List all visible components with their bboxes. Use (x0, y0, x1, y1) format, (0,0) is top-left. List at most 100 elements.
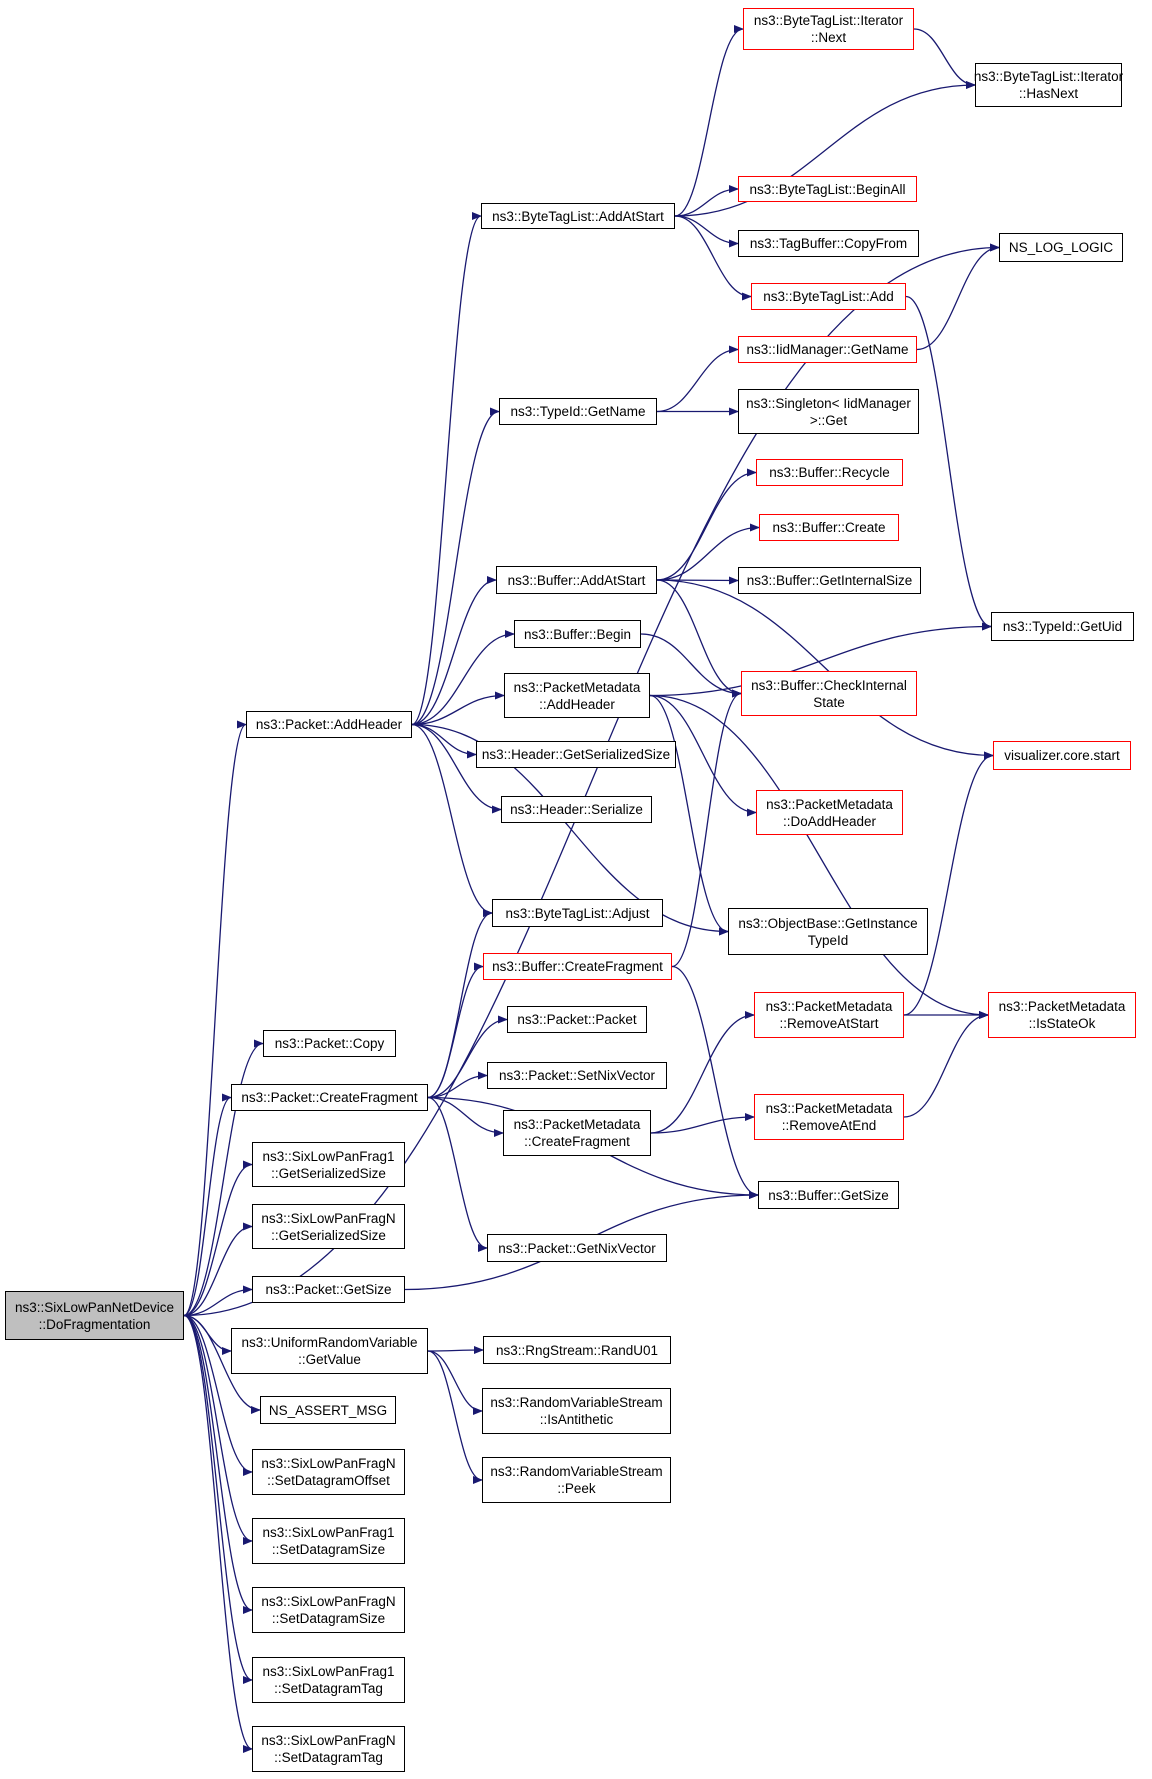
node-urv-getvalue[interactable]: ns3::UniformRandomVariable::GetValue (231, 1328, 428, 1374)
edge-root-to-pkt-copy (183, 1039, 264, 1317)
node-ns-log-logic[interactable]: NS_LOG_LOGIC (999, 233, 1123, 262)
node-label: ::RemoveAtStart (779, 1016, 879, 1031)
node-hdr-getserializedsize[interactable]: ns3::Header::GetSerializedSize (476, 741, 676, 768)
node-label: ::SetDatagramSize (271, 1542, 386, 1557)
edge-pkt-addheader-to-buf-begin (411, 630, 515, 726)
node-rvs-peek[interactable]: ns3::RandomVariableStream::Peek (482, 1457, 671, 1503)
node-hdr-serialize[interactable]: ns3::Header::Serialize (501, 796, 652, 823)
node-pm-removeatstart[interactable]: ns3::PacketMetadata::RemoveAtStart (754, 992, 904, 1038)
node-label: ns3::Header::Serialize (510, 802, 643, 817)
node-label: ns3::Buffer::GetInternalSize (746, 573, 913, 588)
node-pm-createfragment[interactable]: ns3::PacketMetadata::CreateFragment (503, 1110, 651, 1156)
node-label: ns3::Packet::CreateFragment (241, 1090, 418, 1105)
node-label: ns3::PacketMetadata (765, 1101, 893, 1116)
node-label: ::Peek (557, 1481, 596, 1496)
edge-pkt-addheader-to-buf-addatstart (411, 576, 497, 726)
node-fragn-setdatagramsize[interactable]: ns3::SixLowPanFragN::SetDatagramSize (252, 1587, 405, 1633)
node-btl-addatstart[interactable]: ns3::ByteTagList::AddAtStart (481, 203, 675, 229)
node-label: ::SetDatagramTag (274, 1750, 383, 1765)
node-label: ns3::Packet::SetNixVector (498, 1068, 656, 1083)
node-pkt-packet[interactable]: ns3::Packet::Packet (507, 1006, 647, 1033)
node-frag1-getserializedsize[interactable]: ns3::SixLowPanFrag1::GetSerializedSize (252, 1142, 405, 1187)
edge-buf-begin-to-buf-checkinternal (640, 633, 742, 698)
node-label: ::SetDatagramSize (271, 1611, 386, 1626)
node-label: ns3::TypeId::GetName (510, 404, 646, 419)
node-fragn-getserializedsize[interactable]: ns3::SixLowPanFragN::GetSerializedSize (252, 1204, 405, 1249)
node-buf-getsize[interactable]: ns3::Buffer::GetSize (758, 1181, 899, 1209)
node-label: ns3::ByteTagList::Iterator (973, 69, 1124, 84)
node-pm-doaddheader[interactable]: ns3::PacketMetadata::DoAddHeader (756, 790, 903, 835)
node-label: ns3::SixLowPanFrag1 (262, 1148, 395, 1164)
node-frag1-setdatagramtag[interactable]: ns3::SixLowPanFrag1::SetDatagramTag (252, 1657, 405, 1703)
node-buf-createfragment[interactable]: ns3::Buffer::CreateFragment (483, 953, 672, 980)
node-btl-hasnext[interactable]: ns3::ByteTagList::Iterator::HasNext (973, 63, 1124, 107)
edge-pkt-addheader-to-btl-addatstart (411, 212, 482, 726)
node-label: ::SetDatagramOffset (267, 1473, 390, 1488)
node-pkt-setnixvector[interactable]: ns3::Packet::SetNixVector (487, 1062, 667, 1089)
node-visualizer-start[interactable]: visualizer.core.start (993, 741, 1131, 770)
node-typeid-getname[interactable]: ns3::TypeId::GetName (499, 398, 657, 425)
node-label: ns3::SixLowPanFragN (261, 1733, 396, 1748)
node-label: ns3::RandomVariableStream (490, 1464, 663, 1479)
node-pkt-getnixvector[interactable]: ns3::Packet::GetNixVector (487, 1234, 667, 1262)
node-iid-getname[interactable]: ns3::IidManager::GetName (738, 336, 917, 363)
node-label: TypeId (807, 932, 849, 948)
edge-btl-addatstart-to-btl-add (674, 215, 752, 301)
node-pm-isstateok[interactable]: ns3::PacketMetadata::IsStateOk (988, 992, 1136, 1038)
node-label: ns3::Packet::GetNixVector (498, 1240, 656, 1256)
node-label: ns3::RandomVariableStream (490, 1395, 663, 1410)
node-pkt-addheader[interactable]: ns3::Packet::AddHeader (246, 711, 412, 738)
node-fragn-setdatagramoffset[interactable]: ns3::SixLowPanFragN::SetDatagramOffset (252, 1449, 405, 1495)
node-rng-randu01[interactable]: ns3::RngStream::RandU01 (483, 1336, 671, 1364)
node-label: ns3::Header::GetSerializedSize (481, 747, 671, 762)
node-btl-beginall[interactable]: ns3::ByteTagList::BeginAll (738, 176, 917, 202)
node-ns-assert-msg[interactable]: NS_ASSERT_MSG (260, 1396, 396, 1424)
node-typeid-getuid[interactable]: ns3::TypeId::GetUid (991, 612, 1134, 641)
node-root: ns3::SixLowPanNetDevice::DoFragmentation (5, 1291, 184, 1340)
edge-root-to-frag1-getserializedsize (183, 1160, 253, 1317)
node-fragn-setdatagramtag[interactable]: ns3::SixLowPanFragN::SetDatagramTag (252, 1726, 405, 1772)
edge-root-to-fragn-setdatagramsize (183, 1314, 253, 1614)
node-buf-create[interactable]: ns3::Buffer::Create (759, 514, 899, 541)
node-label: State (813, 694, 845, 710)
node-label: ns3::Buffer::Create (772, 520, 886, 535)
node-btl-adjust[interactable]: ns3::ByteTagList::Adjust (492, 899, 663, 927)
node-rvs-isantithetic[interactable]: ns3::RandomVariableStream::IsAntithetic (482, 1388, 671, 1434)
edge-iid-getname-to-ns-log-logic (916, 243, 1000, 351)
node-label: ns3::Packet::GetSize (265, 1282, 392, 1297)
node-buf-begin[interactable]: ns3::Buffer::Begin (514, 620, 641, 648)
node-label: NS_ASSERT_MSG (268, 1402, 388, 1418)
node-label: ns3::Packet::AddHeader (255, 717, 403, 732)
node-label: ns3::RngStream::RandU01 (495, 1342, 659, 1358)
node-buf-getinternalsize[interactable]: ns3::Buffer::GetInternalSize (738, 567, 921, 594)
edge-btl-add-to-typeid-getuid (905, 295, 992, 631)
node-pm-addheader[interactable]: ns3::PacketMetadata::AddHeader (504, 673, 650, 718)
node-label: ns3::Packet::Copy (274, 1036, 385, 1051)
edge-buf-addatstart-to-buf-create (656, 523, 760, 581)
node-label: ns3::UniformRandomVariable (241, 1335, 418, 1350)
node-label: ns3::IidManager::GetName (746, 342, 909, 357)
node-label: ns3::Packet::Packet (517, 1012, 637, 1027)
node-label: ns3::TypeId::GetUid (1002, 619, 1123, 634)
node-label: ns3::SixLowPanFragN (261, 1594, 396, 1609)
node-pkt-createfragment[interactable]: ns3::Packet::CreateFragment (231, 1084, 428, 1111)
node-label: ns3::ByteTagList::AddAtStart (492, 208, 664, 224)
node-frag1-setdatagramsize[interactable]: ns3::SixLowPanFrag1::SetDatagramSize (252, 1518, 405, 1564)
node-pm-removeatend[interactable]: ns3::PacketMetadata::RemoveAtEnd (754, 1094, 904, 1140)
node-pkt-getsize[interactable]: ns3::Packet::GetSize (252, 1276, 405, 1303)
edge-pm-createfragment-to-pm-removeatstart (650, 1011, 755, 1134)
node-label: ns3::SixLowPanFrag1 (262, 1664, 395, 1679)
edge-urv-getvalue-to-rvs-isantithetic (427, 1350, 483, 1415)
edge-root-to-ns-log-logic (183, 243, 1000, 1317)
node-pkt-copy[interactable]: ns3::Packet::Copy (263, 1030, 396, 1057)
node-singleton-get[interactable]: ns3::Singleton< IidManager>::Get (738, 389, 919, 434)
node-btl-next[interactable]: ns3::ByteTagList::Iterator::Next (743, 8, 914, 50)
node-buf-recycle[interactable]: ns3::Buffer::Recycle (756, 459, 903, 486)
node-buf-addatstart[interactable]: ns3::Buffer::AddAtStart (496, 566, 657, 594)
node-btl-add[interactable]: ns3::ByteTagList::Add (751, 283, 906, 310)
node-label: ns3::Buffer::CreateFragment (492, 959, 663, 974)
node-tagbuf-copyfrom[interactable]: ns3::TagBuffer::CopyFrom (738, 230, 919, 257)
edge-btl-addatstart-to-tagbuf-copyfrom (674, 215, 739, 248)
